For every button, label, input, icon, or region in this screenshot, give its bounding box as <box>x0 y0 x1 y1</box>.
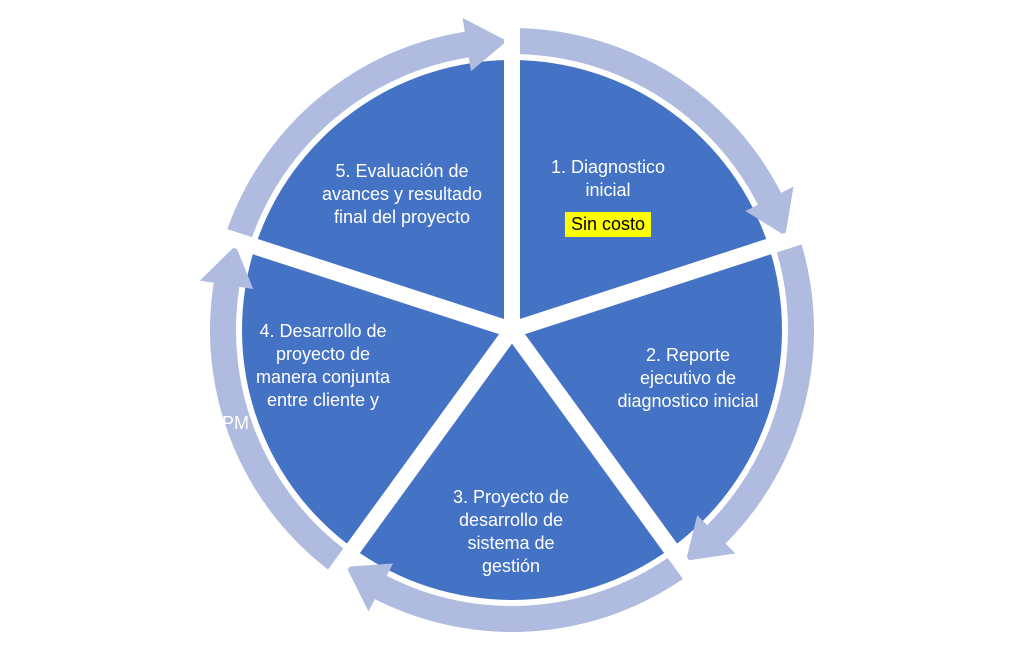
step-5-line: final del proyecto <box>333 207 471 227</box>
cycle-arrow-2 <box>685 244 815 561</box>
cycle-arrow-4 <box>199 245 344 570</box>
segment-gap <box>214 226 515 338</box>
step-4-line: SGPM <box>195 413 249 433</box>
step-1-line: 1. Diagnostico <box>550 157 666 177</box>
cycle-arrow-5 <box>227 17 507 238</box>
segment-3 <box>353 330 671 600</box>
step-2-line: 2. Reporte <box>645 345 731 365</box>
segment-gap <box>323 325 519 586</box>
segment-gap <box>509 226 810 338</box>
step-1-line: inicial <box>585 180 631 200</box>
step-3-label: 3. Proyecto de desarrollo de sistema de … <box>453 486 569 578</box>
step-2-line: diagnostico inicial <box>617 391 759 411</box>
segment-gap <box>505 325 701 586</box>
step-3-line: desarrollo de <box>458 510 564 530</box>
sin-costo-badge: Sin costo <box>564 212 652 237</box>
step-4-line: entre cliente y <box>266 390 380 410</box>
step-4-line: manera conjunta <box>255 367 391 387</box>
step-5-line: avances y resultado <box>321 184 483 204</box>
step-3-line: 3. Proyecto de <box>452 487 570 507</box>
step-4-line: 4. Desarrollo de <box>259 321 387 341</box>
step-5-line: 5. Evaluación de <box>335 161 469 181</box>
cycle-arrow-3 <box>346 557 684 632</box>
step-4-label: 4. Desarrollo de proyecto de manera conj… <box>196 320 391 435</box>
segment-4 <box>241 246 512 549</box>
step-4-line: proyecto de <box>275 344 371 364</box>
step-5-label: 5. Evaluación de avances y resultado fin… <box>322 160 482 229</box>
step-3-line: sistema de <box>467 533 555 553</box>
step-1-label: 1. Diagnostico inicial Sin costo <box>551 156 665 237</box>
step-2-line: ejecutivo de <box>639 368 737 388</box>
step-2-label: 2. Reporte ejecutivo de diagnostico inic… <box>617 344 758 413</box>
step-3-line: gestión <box>481 556 541 576</box>
segment-2 <box>512 246 782 549</box>
cycle-arrow-1 <box>519 28 794 236</box>
